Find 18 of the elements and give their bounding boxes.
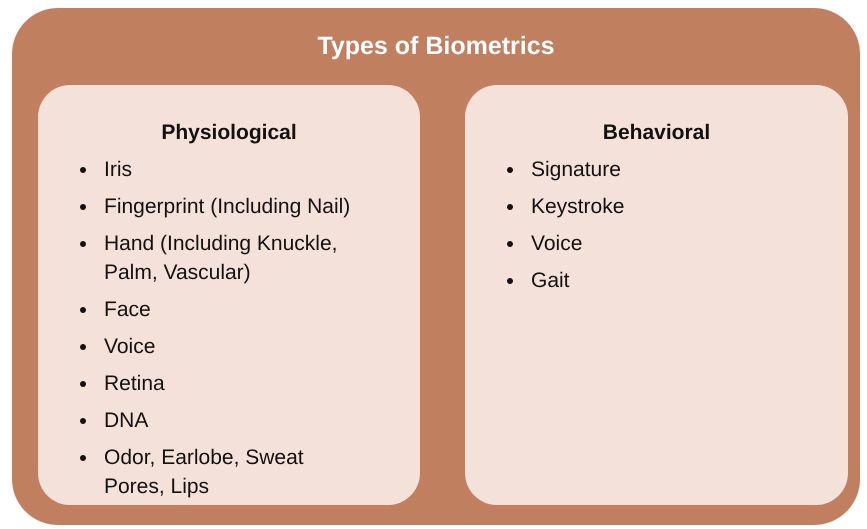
category-heading: Behavioral xyxy=(602,121,712,145)
list-item: Odor, Earlobe, Sweat Pores, Lips xyxy=(104,446,304,498)
group-heading: Types of Biometrics xyxy=(316,32,556,61)
list-item: DNA xyxy=(104,409,148,432)
category-panel xyxy=(38,85,420,505)
list-item: Face xyxy=(104,298,151,321)
list-item: Gait xyxy=(531,269,570,292)
category-panel xyxy=(465,85,848,505)
list-item: Voice xyxy=(531,232,582,255)
list-item: Iris xyxy=(104,158,132,181)
outer-panel xyxy=(12,8,860,525)
list-item: Retina xyxy=(104,372,165,395)
list-item: Fingerprint (Including Nail) xyxy=(104,195,350,218)
list-item: Signature xyxy=(531,158,621,181)
list-item: Hand (Including Knuckle, Palm, Vascular) xyxy=(104,232,338,284)
category-heading: Physiological xyxy=(160,121,298,145)
list-item: Voice xyxy=(104,335,156,358)
list-item: Keystroke xyxy=(531,195,624,218)
